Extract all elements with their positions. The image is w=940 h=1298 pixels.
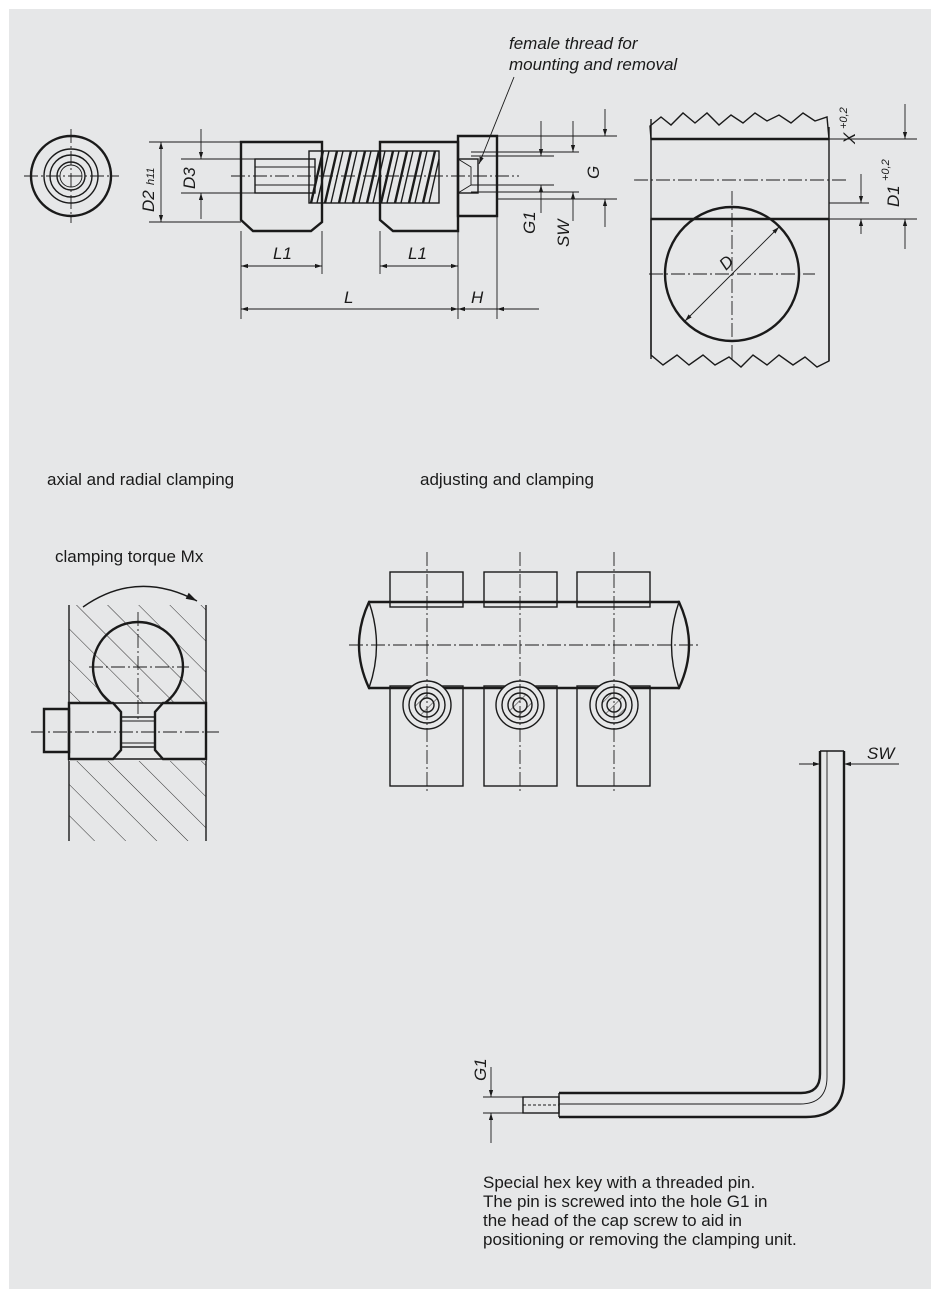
dim-L1-right: L1 [408, 244, 427, 263]
key-dim-G1: G1 [471, 1058, 490, 1081]
dim-L: L [344, 288, 353, 307]
dim-X: X [840, 132, 859, 145]
end-view [24, 129, 119, 223]
dim-H: H [471, 288, 484, 307]
caption-torque: clamping torque Mx [55, 547, 204, 566]
dim-D3: D3 [180, 167, 199, 189]
clamping-unit-section [231, 134, 519, 233]
female-thread-note: female thread for mounting and removal [509, 33, 677, 75]
dim-G: G [584, 166, 603, 179]
hex-key-description-line2: The pin is screwed into the hole G1 in [483, 1192, 768, 1211]
dim-D1: D1 [884, 185, 903, 207]
technical-drawing: D2 h11 D3 L1 L1 L H G G1 SW X +0,2 D1 +0… [24, 76, 917, 1143]
dim-D: D [715, 252, 737, 274]
key-dim-SW: SW [867, 744, 896, 763]
female-thread-note-line2: mounting and removal [509, 55, 678, 74]
dim-D1-tolerance: +0,2 [880, 159, 892, 181]
section-dimensions [149, 76, 617, 319]
dimension-labels: D2 h11 D3 L1 L1 L H G G1 SW X +0,2 D1 +0… [139, 107, 903, 307]
housing-bore-view [634, 104, 917, 368]
hex-key-description-line4: positioning or removing the clamping uni… [483, 1230, 797, 1249]
caption-adjusting: adjusting and clamping [420, 470, 594, 489]
caption-axial-radial: axial and radial clamping [47, 470, 235, 489]
female-thread-note-line1: female thread for [509, 34, 638, 53]
hex-key-description-line1: Special hex key with a threaded pin. [483, 1173, 756, 1192]
drawing-sheet: D2 h11 D3 L1 L1 L H G G1 SW X +0,2 D1 +0… [9, 9, 931, 1289]
axial-radial-clamping-detail [31, 585, 219, 841]
adjusting-clamping-detail [349, 552, 699, 794]
dim-D2: D2 [139, 190, 158, 212]
dim-X-tolerance: +0,2 [838, 107, 850, 129]
hex-key-drawing [483, 750, 899, 1143]
hex-key-description-line3: the head of the cap screw to aid in [483, 1211, 742, 1230]
dim-D2-tolerance: h11 [145, 167, 157, 185]
dim-L1-left: L1 [273, 244, 292, 263]
dim-SW: SW [554, 218, 573, 247]
dim-G1: G1 [520, 211, 539, 234]
hex-key-description: Special hex key with a threaded pin. The… [483, 1173, 797, 1249]
